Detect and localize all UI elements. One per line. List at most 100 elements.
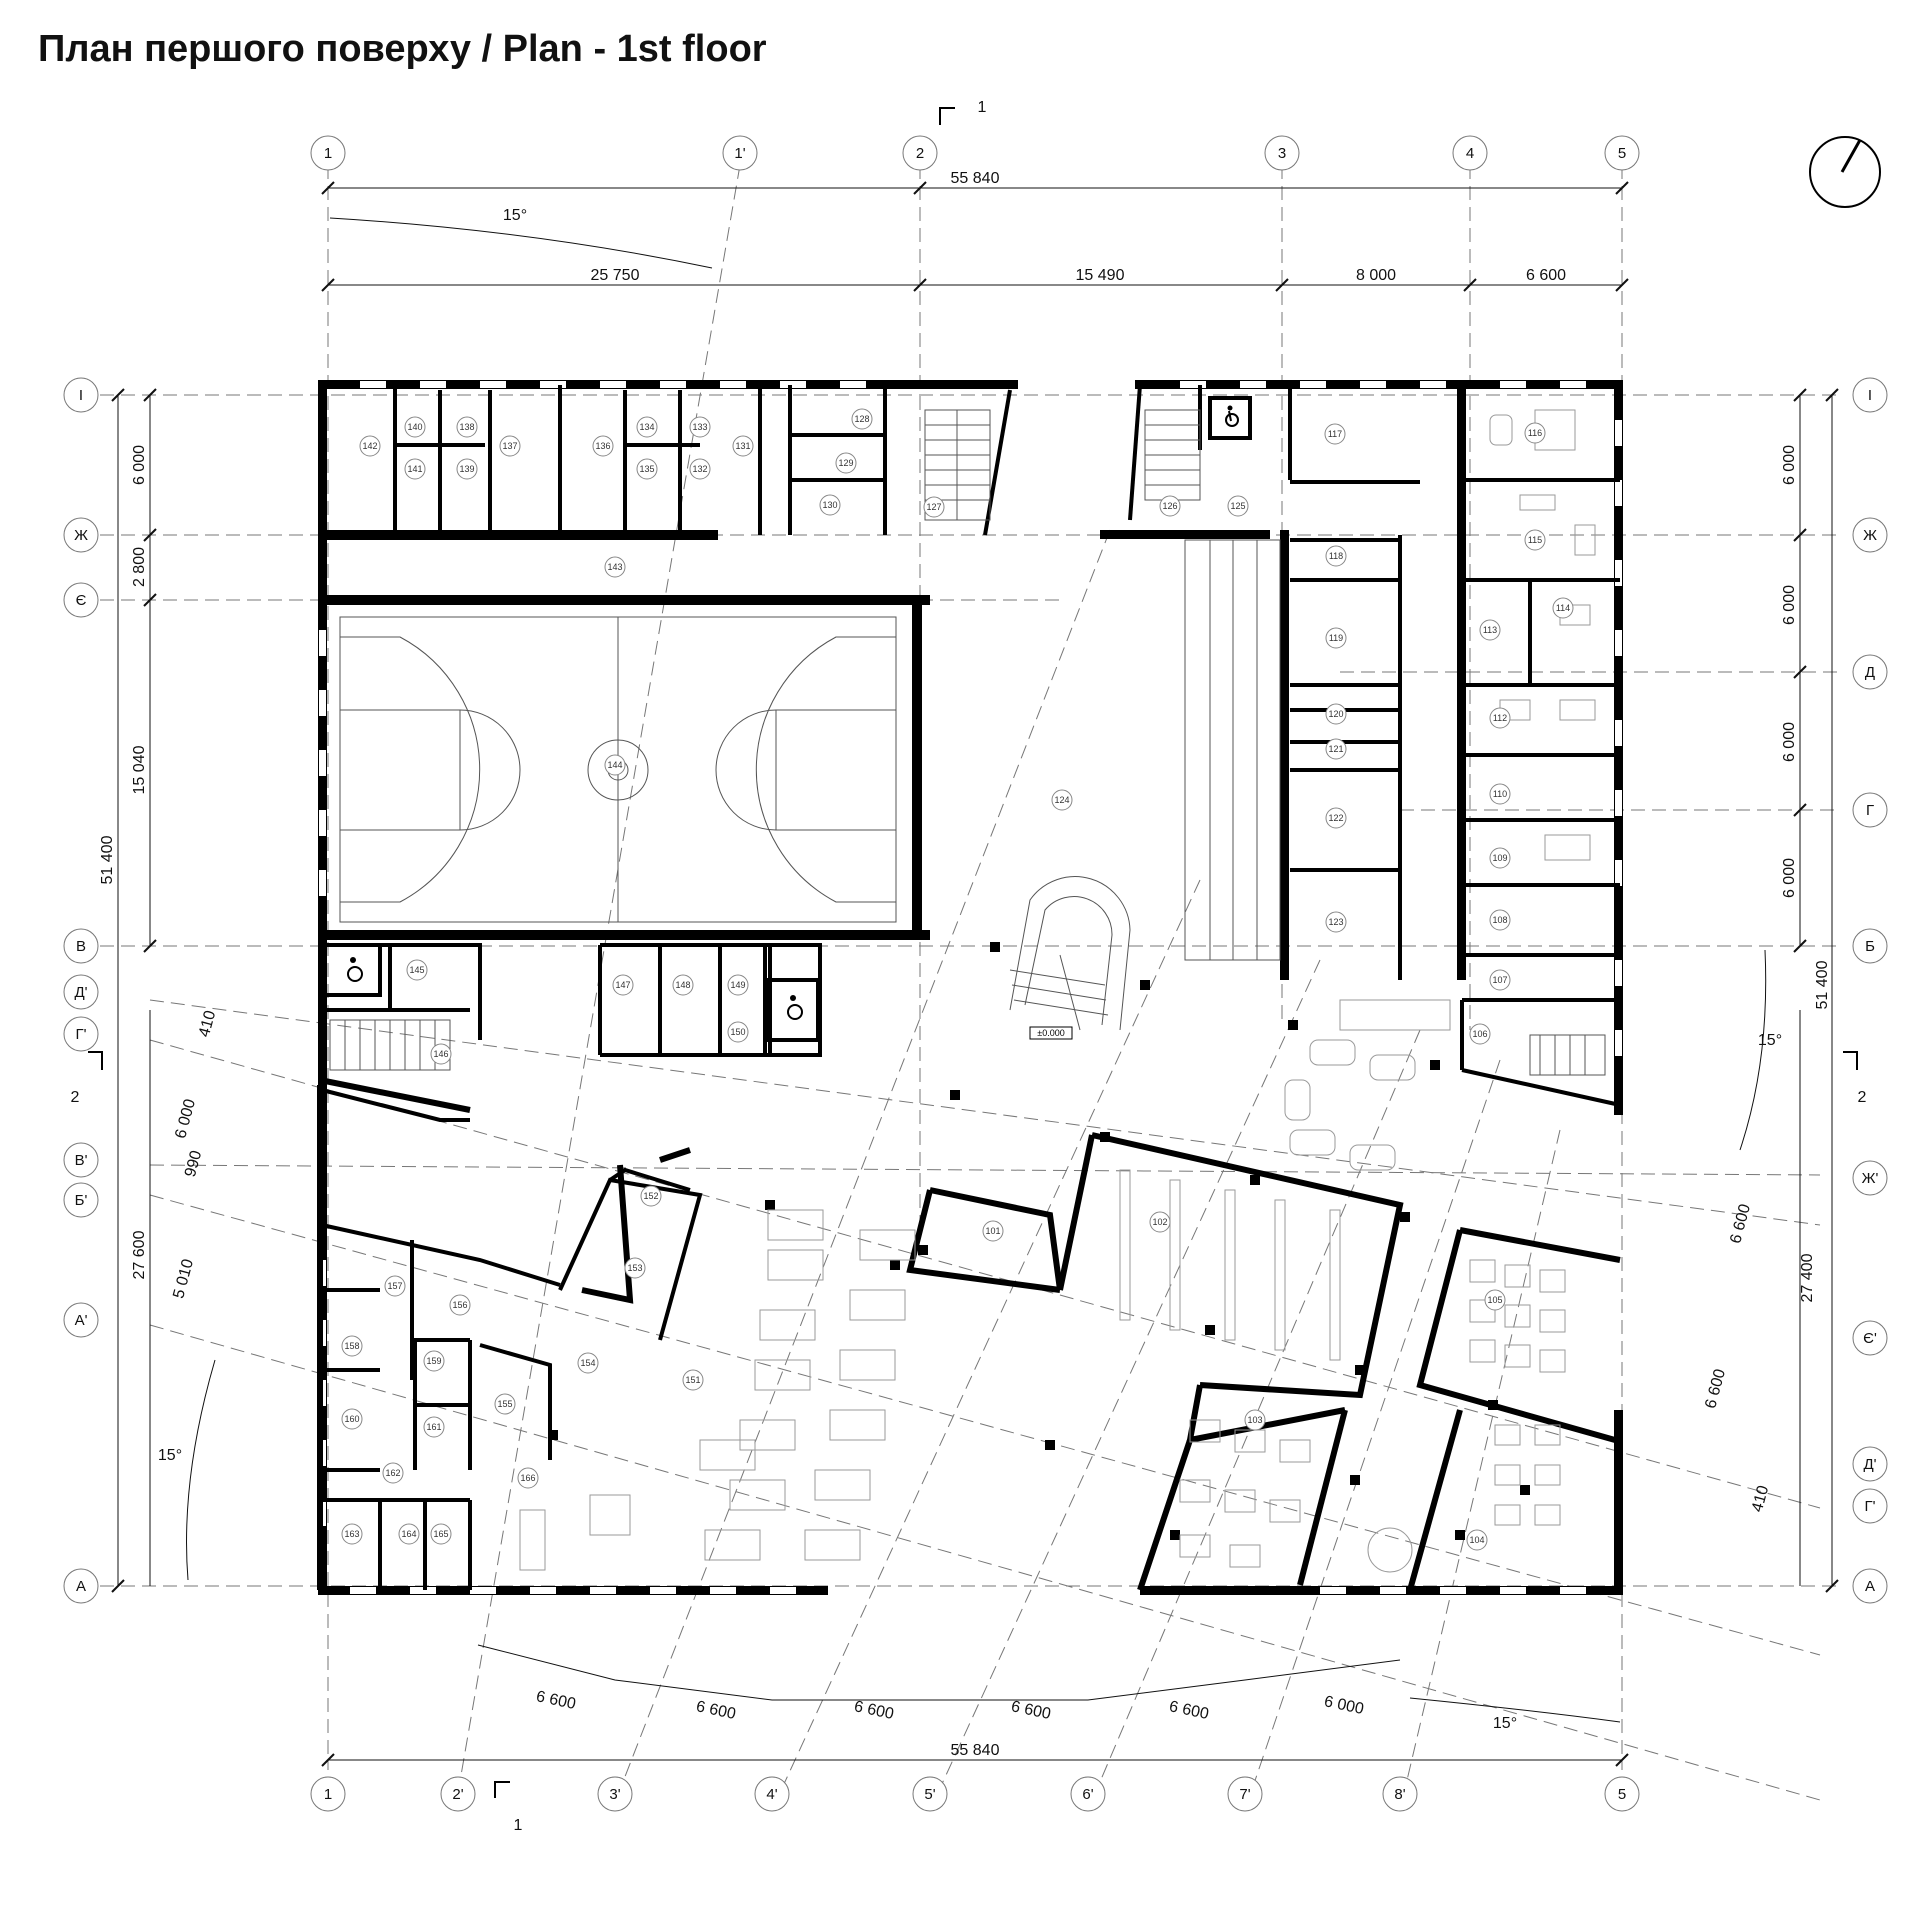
room-number: 105 [1487,1295,1502,1305]
room-tag-circle [689,458,711,480]
axis-label: 4' [766,1786,777,1803]
room-tag-circle [604,556,626,578]
room-tag-circle [1325,545,1347,567]
dim-right-seg: 6 000 [1781,722,1798,762]
room-number: 158 [344,1341,359,1351]
axis-label: Є [76,592,87,609]
room-tag-circle [624,1257,646,1279]
room-tag-circle [517,1467,539,1489]
axis-label: 6' [1082,1786,1093,1803]
axis-label: Є' [1863,1330,1877,1347]
room-tag-circle [672,974,694,996]
dimension-ticks [111,181,1839,1767]
room-number: 160 [344,1414,359,1424]
room-tag-circle [423,1416,445,1438]
room-tag-circle [727,1021,749,1043]
room-tag-circle [732,435,754,457]
room-number: 156 [452,1300,467,1310]
dimension-labels: 55 840 25 750 15 490 8 000 6 600 55 840 … [99,170,1831,1759]
room-number: 109 [1492,853,1507,863]
dim-bottom-total: 55 840 [951,1742,1000,1759]
room-tag-circle [404,416,426,438]
room-number: 155 [497,1399,512,1409]
axis-label: 2 [916,145,924,162]
room-number: 117 [1328,429,1342,439]
room-tag-circle [456,458,478,480]
room-number: 123 [1328,917,1343,927]
axis-label: 2' [452,1786,463,1803]
room-number: 144 [607,760,622,770]
room-tag-circle [423,1350,445,1372]
room-tag-circle [835,452,857,474]
room-number: 136 [595,441,610,451]
axis-bubbles-right: І Ж Д Г Б Ж' Є' Д' Г' А [1852,377,1888,1604]
axis-label: 8' [1394,1786,1405,1803]
room-number: 133 [692,422,707,432]
dim-top-seg: 6 600 [1526,267,1566,284]
dim-right-lower: 27 400 [1799,1253,1816,1302]
room-tag-circle [1524,422,1546,444]
room-number: 129 [838,458,853,468]
axis-bubbles-bottom: 1 2' 3' 4' 5' 6' 7' 8' 5 [310,1776,1640,1812]
axis-label: А [1865,1578,1875,1595]
interior-walls [321,384,1621,1590]
room-number: 161 [426,1422,441,1432]
axis-label: 5' [924,1786,935,1803]
room-tag-circle [982,1220,1004,1242]
room-number: 107 [1492,975,1507,985]
room-number: 143 [607,562,622,572]
axis-label: 1' [734,145,745,162]
windows [319,381,1622,1594]
angle-label: 15° [1493,1715,1517,1732]
room-tag-circle [456,416,478,438]
room-number: 140 [407,422,422,432]
room-tag-circle [1051,789,1073,811]
room-tag-circle [682,1369,704,1391]
room-tag-circle [1489,783,1511,805]
section-marker-icon [88,107,1858,1798]
angle-label: 15° [1758,1032,1782,1049]
dim-bottom-seg: 6 600 [1168,1698,1211,1723]
room-tag-circle [592,435,614,457]
room-number: 113 [1483,625,1497,635]
room-number: 148 [675,980,690,990]
room-tag-circle [636,416,658,438]
room-tag-circle [851,408,873,430]
dim-right-tilted: 6 600 [1727,1202,1754,1245]
room-number: 125 [1230,501,1245,511]
room-tag-circle [1325,911,1347,933]
axis-label: А' [75,1312,88,1329]
axis-label: 7' [1239,1786,1250,1803]
section-label: 1 [978,99,987,116]
room-number: 150 [730,1027,745,1037]
axis-label: Д [1865,664,1875,681]
section-label: 1 [514,1817,523,1834]
room-tag-circle [430,1043,452,1065]
wheelchair-icon [323,943,382,997]
room-tag-circle [640,1185,662,1207]
room-tag-circle [1552,597,1574,619]
room-number: 124 [1054,795,1069,805]
room-tag-circle [430,1523,452,1545]
section-label: 2 [71,1089,80,1106]
axis-bubbles-left: І Ж Є В Д' Г' В' Б' А' А [63,377,99,1604]
room-tag-circle [1325,703,1347,725]
axis-label: А [76,1578,86,1595]
room-tags: 1011021031041051061071081091101121131141… [341,408,1574,1551]
dim-bottom-seg: 6 000 [1323,1693,1366,1718]
room-number: 157 [387,1281,402,1291]
room-number: 102 [1152,1217,1167,1227]
room-tag-circle [382,1462,404,1484]
axis-label: Ж [1863,527,1877,544]
room-tag-circle [359,435,381,457]
dim-right-tilted: 410 [1749,1484,1772,1514]
north-arrow-icon [1809,136,1881,208]
room-number: 153 [627,1263,642,1273]
dim-left-tilted: 5 010 [170,1257,197,1300]
room-tag-circle [1489,847,1511,869]
room-tag-circle [494,1393,516,1415]
page-title: План першого поверху / Plan - 1st floor [38,28,767,70]
room-tag-circle [341,1335,363,1357]
dim-right-seg: 6 000 [1781,585,1798,625]
